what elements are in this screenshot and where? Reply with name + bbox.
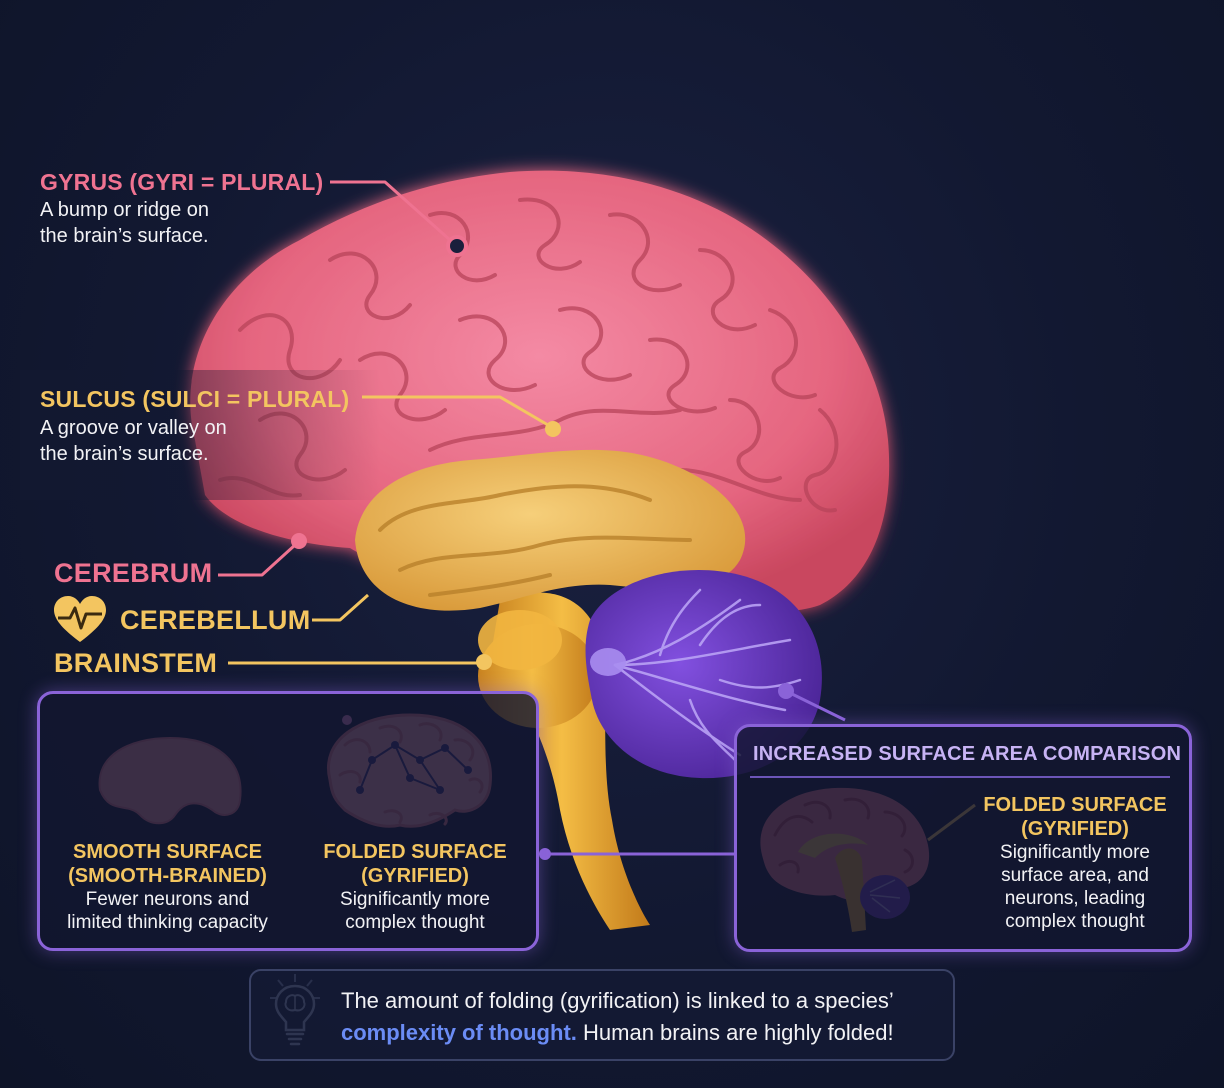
folded-desc-line2: complex thought (345, 912, 485, 933)
comparison-title: INCREASED SURFACE AREA COMPARISON (753, 743, 1182, 765)
gyrus-title: GYRUS (GYRI = PLURAL) (40, 169, 324, 195)
cerebrum-label: CEREBRUM (54, 558, 213, 588)
note-highlight: complexity of thought. (341, 1020, 577, 1045)
cerebellum-label: CEREBELLUM (120, 605, 311, 635)
smooth-title-line2: (SMOOTH-BRAINED) (68, 865, 267, 887)
smooth-title-line1: SMOOTH SURFACE (73, 841, 262, 863)
sulcus-marker-icon (545, 421, 561, 437)
gyrification-note: The amount of folding (gyrification) is … (249, 969, 955, 1061)
temporal-lobe-shape (355, 449, 746, 611)
comparison-desc-line2: surface area, and (1001, 865, 1149, 886)
sulcus-title: SULCUS (SULCI = PLURAL) (40, 386, 350, 412)
gyrus-desc-line1: A bump or ridge on (40, 199, 209, 221)
gyrus-desc-line2: the brain’s surface. (40, 225, 209, 247)
gyrus-desc: A bump or ridge on the brain’s surface. (40, 197, 209, 249)
gyrus-marker-icon (446, 235, 468, 257)
sulcus-desc-line2: the brain’s surface. (40, 443, 209, 465)
cerebellum-marker-icon (778, 683, 794, 699)
comparison-desc-line3: neurons, leading (1004, 888, 1146, 909)
brainstem-label: BRAINSTEM (54, 648, 218, 678)
sulcus-desc: A groove or valley on the brain’s surfac… (40, 415, 227, 467)
surface-comparison-panel (37, 691, 539, 951)
note-line1: The amount of folding (gyrification) is … (341, 988, 894, 1013)
sulcus-desc-line1: A groove or valley on (40, 417, 227, 439)
cerebrum-marker-icon (291, 533, 307, 549)
comparison-folded-title-line1: FOLDED SURFACE (983, 794, 1167, 816)
folded-title-line2: (GYRIFIED) (361, 865, 469, 887)
note-line2: complexity of thought. Human brains are … (341, 1017, 941, 1049)
note-line2-rest: Human brains are highly folded! (576, 1020, 894, 1045)
surface-area-comparison-panel (734, 724, 1192, 952)
smooth-surface-caption: SMOOTH SURFACE (SMOOTH-BRAINED) Fewer ne… (45, 840, 290, 934)
comparison-desc-line4: complex thought (1005, 911, 1145, 932)
folded-title-line1: FOLDED SURFACE (323, 841, 507, 863)
folded-desc-line1: Significantly more (340, 889, 490, 910)
comparison-caption: FOLDED SURFACE (GYRIFIED) Significantly … (965, 793, 1185, 933)
comparison-folded-title-line2: (GYRIFIED) (1021, 818, 1129, 840)
heart-pulse-icon (54, 596, 106, 642)
comparison-divider (750, 776, 1170, 778)
comparison-desc-line1: Significantly more (1000, 842, 1150, 863)
note-text: The amount of folding (gyrification) is … (341, 985, 941, 1049)
folded-surface-caption: FOLDED SURFACE (GYRIFIED) Significantly … (300, 840, 530, 934)
smooth-desc-line1: Fewer neurons and (85, 889, 250, 910)
smooth-desc-line2: limited thinking capacity (67, 912, 268, 933)
brainstem-marker-icon (476, 654, 492, 670)
